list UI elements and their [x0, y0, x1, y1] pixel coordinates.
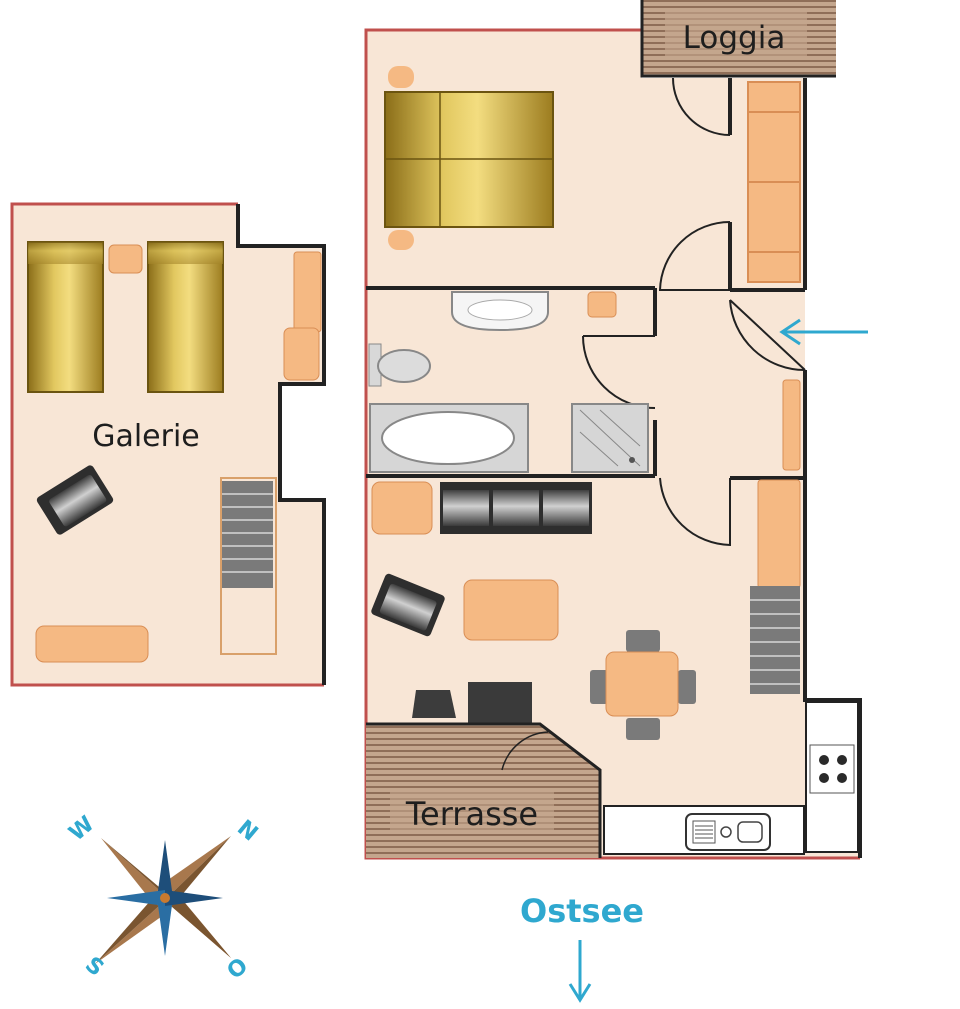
- ostsee-label: Ostsee: [520, 892, 644, 930]
- dining-table: [590, 630, 696, 740]
- stove: [809, 744, 855, 794]
- bathtub: [369, 403, 529, 473]
- compass-label-east: O: [223, 953, 253, 984]
- coffee-table: [463, 579, 559, 641]
- loggia-label: Loggia: [683, 20, 786, 56]
- kitchen-sink: [685, 813, 771, 851]
- bathroom-sink: [451, 291, 549, 332]
- door-swings: [582, 77, 806, 547]
- desk-chair: [412, 682, 532, 724]
- compass-label-west: W: [64, 812, 99, 847]
- side-table: [371, 481, 433, 535]
- compass-label-north: N: [232, 816, 262, 847]
- terrasse: Terrasse: [366, 722, 602, 858]
- galerie-bench: [35, 625, 149, 663]
- living-armchair: [371, 573, 445, 637]
- galerie-bed-right: [147, 241, 224, 393]
- living-staircase: [750, 479, 801, 694]
- galerie-shelf: [293, 251, 322, 333]
- wardrobe: [747, 81, 801, 283]
- compass-rose-icon: [95, 836, 231, 964]
- double-bed: [384, 91, 554, 228]
- arrow-down-icon: [568, 940, 592, 1003]
- galerie-cabinet: [283, 327, 320, 381]
- galerie-bed-left: [27, 241, 104, 393]
- bedside-lamp: [388, 66, 414, 88]
- galerie-staircase: [220, 477, 277, 655]
- arrow-left-icon: [779, 318, 868, 346]
- sofa: [440, 482, 592, 534]
- terrasse-label: Terrasse: [405, 795, 538, 833]
- bathroom-cabinet: [587, 291, 617, 318]
- galerie-armchair: [36, 465, 114, 535]
- galerie-label: Galerie: [92, 419, 200, 454]
- shower: [571, 403, 649, 473]
- toilet: [368, 343, 431, 387]
- loggia: Loggia: [640, 0, 836, 78]
- hallway-shelf: [782, 379, 801, 471]
- interior-walls: [366, 78, 805, 480]
- nightstand: [108, 244, 143, 274]
- bedside-lamp: [388, 230, 414, 250]
